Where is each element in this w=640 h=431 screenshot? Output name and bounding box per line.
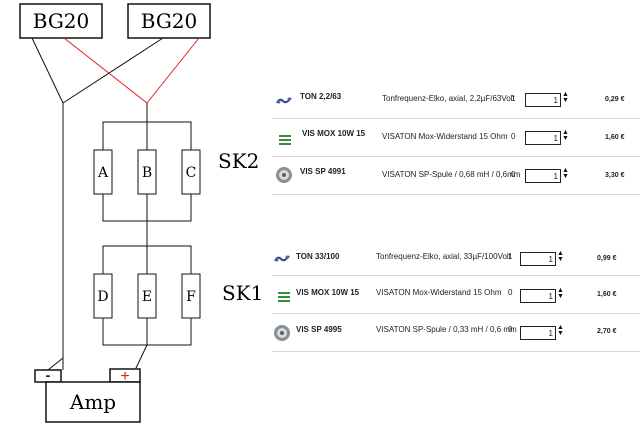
component-e xyxy=(137,273,157,319)
component-f xyxy=(181,273,201,319)
coil-icon xyxy=(274,325,290,341)
amp-minus-label: - xyxy=(46,367,51,383)
capacitor-icon xyxy=(276,97,292,104)
component-a-label: A xyxy=(97,165,109,181)
part-stock: 0 xyxy=(508,288,513,297)
parts-table-sk2: TON 2,2/63 Tonfrequenz-Elko, axial, 2,2µ… xyxy=(272,81,640,195)
amp-box xyxy=(45,381,141,423)
table-row: TON 33/100 Tonfrequenz-Elko, axial, 33µF… xyxy=(272,238,640,276)
part-price: 0,99 € xyxy=(597,255,617,262)
amp-label: Amp xyxy=(69,390,116,414)
component-b xyxy=(137,149,157,195)
part-price: 2,70 € xyxy=(597,328,617,335)
wire-black-right xyxy=(62,37,164,104)
component-a xyxy=(93,149,113,195)
part-description: Tonfrequenz-Elko, axial, 33µF/100Volt xyxy=(376,252,511,261)
coil-icon xyxy=(276,167,292,183)
part-price: 1,60 € xyxy=(597,291,617,298)
part-code: VIS MOX 10W 15 xyxy=(296,288,360,297)
part-description: VISATON Mox-Widerstand 15 Ohm xyxy=(382,132,508,141)
part-description: VISATON Mox-Widerstand 15 Ohm xyxy=(376,288,502,297)
amp-plus-label: + xyxy=(120,368,129,385)
quantity-stepper[interactable]: ▲▼ xyxy=(562,129,569,142)
component-c xyxy=(181,149,201,195)
wire-positive-bottom xyxy=(135,344,148,369)
quantity-input[interactable]: 1 xyxy=(525,169,561,183)
wire-red-right xyxy=(146,37,200,104)
sk1-label: SK1 xyxy=(222,281,263,305)
quantity-input[interactable]: 1 xyxy=(520,289,556,303)
part-description: VISATON SP-Spule / 0,68 mH / 0,6mm xyxy=(382,170,521,179)
quantity-stepper[interactable]: ▲▼ xyxy=(557,250,564,263)
capacitor-icon xyxy=(274,255,290,262)
table-row: VIS SP 4991 VISATON SP-Spule / 0,68 mH /… xyxy=(272,157,640,195)
driver-box-right xyxy=(127,3,211,39)
component-e-label: E xyxy=(142,289,152,305)
part-stock: 0 xyxy=(511,170,516,179)
quantity-input[interactable]: 1 xyxy=(525,131,561,145)
component-f-label: F xyxy=(186,289,196,305)
part-code: TON 33/100 xyxy=(296,252,340,261)
driver-label-right: BG20 xyxy=(141,9,198,33)
component-d xyxy=(93,273,113,319)
resistor-icon xyxy=(278,292,290,302)
quantity-stepper[interactable]: ▲▼ xyxy=(557,324,564,337)
quantity-input[interactable]: 1 xyxy=(520,326,556,340)
wire-red-left xyxy=(63,37,148,104)
part-price: 3,30 € xyxy=(605,172,625,179)
part-price: 1,60 € xyxy=(605,134,625,141)
part-description: Tonfrequenz-Elko, axial, 2,2µF/63Volt xyxy=(382,94,515,103)
wire-negative-bottom xyxy=(47,357,64,371)
part-stock: 1 xyxy=(511,94,516,103)
crossover-wiring-diagram: BG20 BG20 A B C SK2 D E F SK1 - + Amp xyxy=(19,3,263,423)
part-stock: 1 xyxy=(508,252,513,261)
table-row: VIS SP 4995 VISATON SP-Spule / 0,33 mH /… xyxy=(272,314,640,352)
table-row: VIS MOX 10W 15 VISATON Mox-Widerstand 15… xyxy=(272,119,640,157)
table-row: TON 2,2/63 Tonfrequenz-Elko, axial, 2,2µ… xyxy=(272,81,640,119)
driver-label-left: BG20 xyxy=(33,9,90,33)
quantity-input[interactable]: 1 xyxy=(525,93,561,107)
part-stock: 0 xyxy=(508,325,513,334)
driver-box-left xyxy=(19,3,103,39)
part-description: VISATON SP-Spule / 0,33 mH / 0,6 mm xyxy=(376,325,517,334)
part-code: VIS SP 4995 xyxy=(296,325,342,334)
wire-black-left xyxy=(31,37,64,104)
part-code: VIS SP 4991 xyxy=(300,167,346,176)
quantity-stepper[interactable]: ▲▼ xyxy=(562,167,569,180)
parts-table-sk1: TON 33/100 Tonfrequenz-Elko, axial, 33µF… xyxy=(272,238,640,352)
table-row: VIS MOX 10W 15 VISATON Mox-Widerstand 15… xyxy=(272,276,640,314)
component-c-label: C xyxy=(186,165,197,181)
component-d-label: D xyxy=(97,289,108,305)
part-code: VIS MOX 10W 15 xyxy=(302,129,366,138)
resistor-icon xyxy=(279,135,291,145)
quantity-input[interactable]: 1 xyxy=(520,252,556,266)
component-b-label: B xyxy=(142,165,152,181)
part-stock: 0 xyxy=(511,132,516,141)
part-code: TON 2,2/63 xyxy=(300,92,342,101)
part-price: 0,29 € xyxy=(605,96,625,103)
sk2-label: SK2 xyxy=(218,149,259,173)
quantity-stepper[interactable]: ▲▼ xyxy=(562,91,569,104)
quantity-stepper[interactable]: ▲▼ xyxy=(557,287,564,300)
